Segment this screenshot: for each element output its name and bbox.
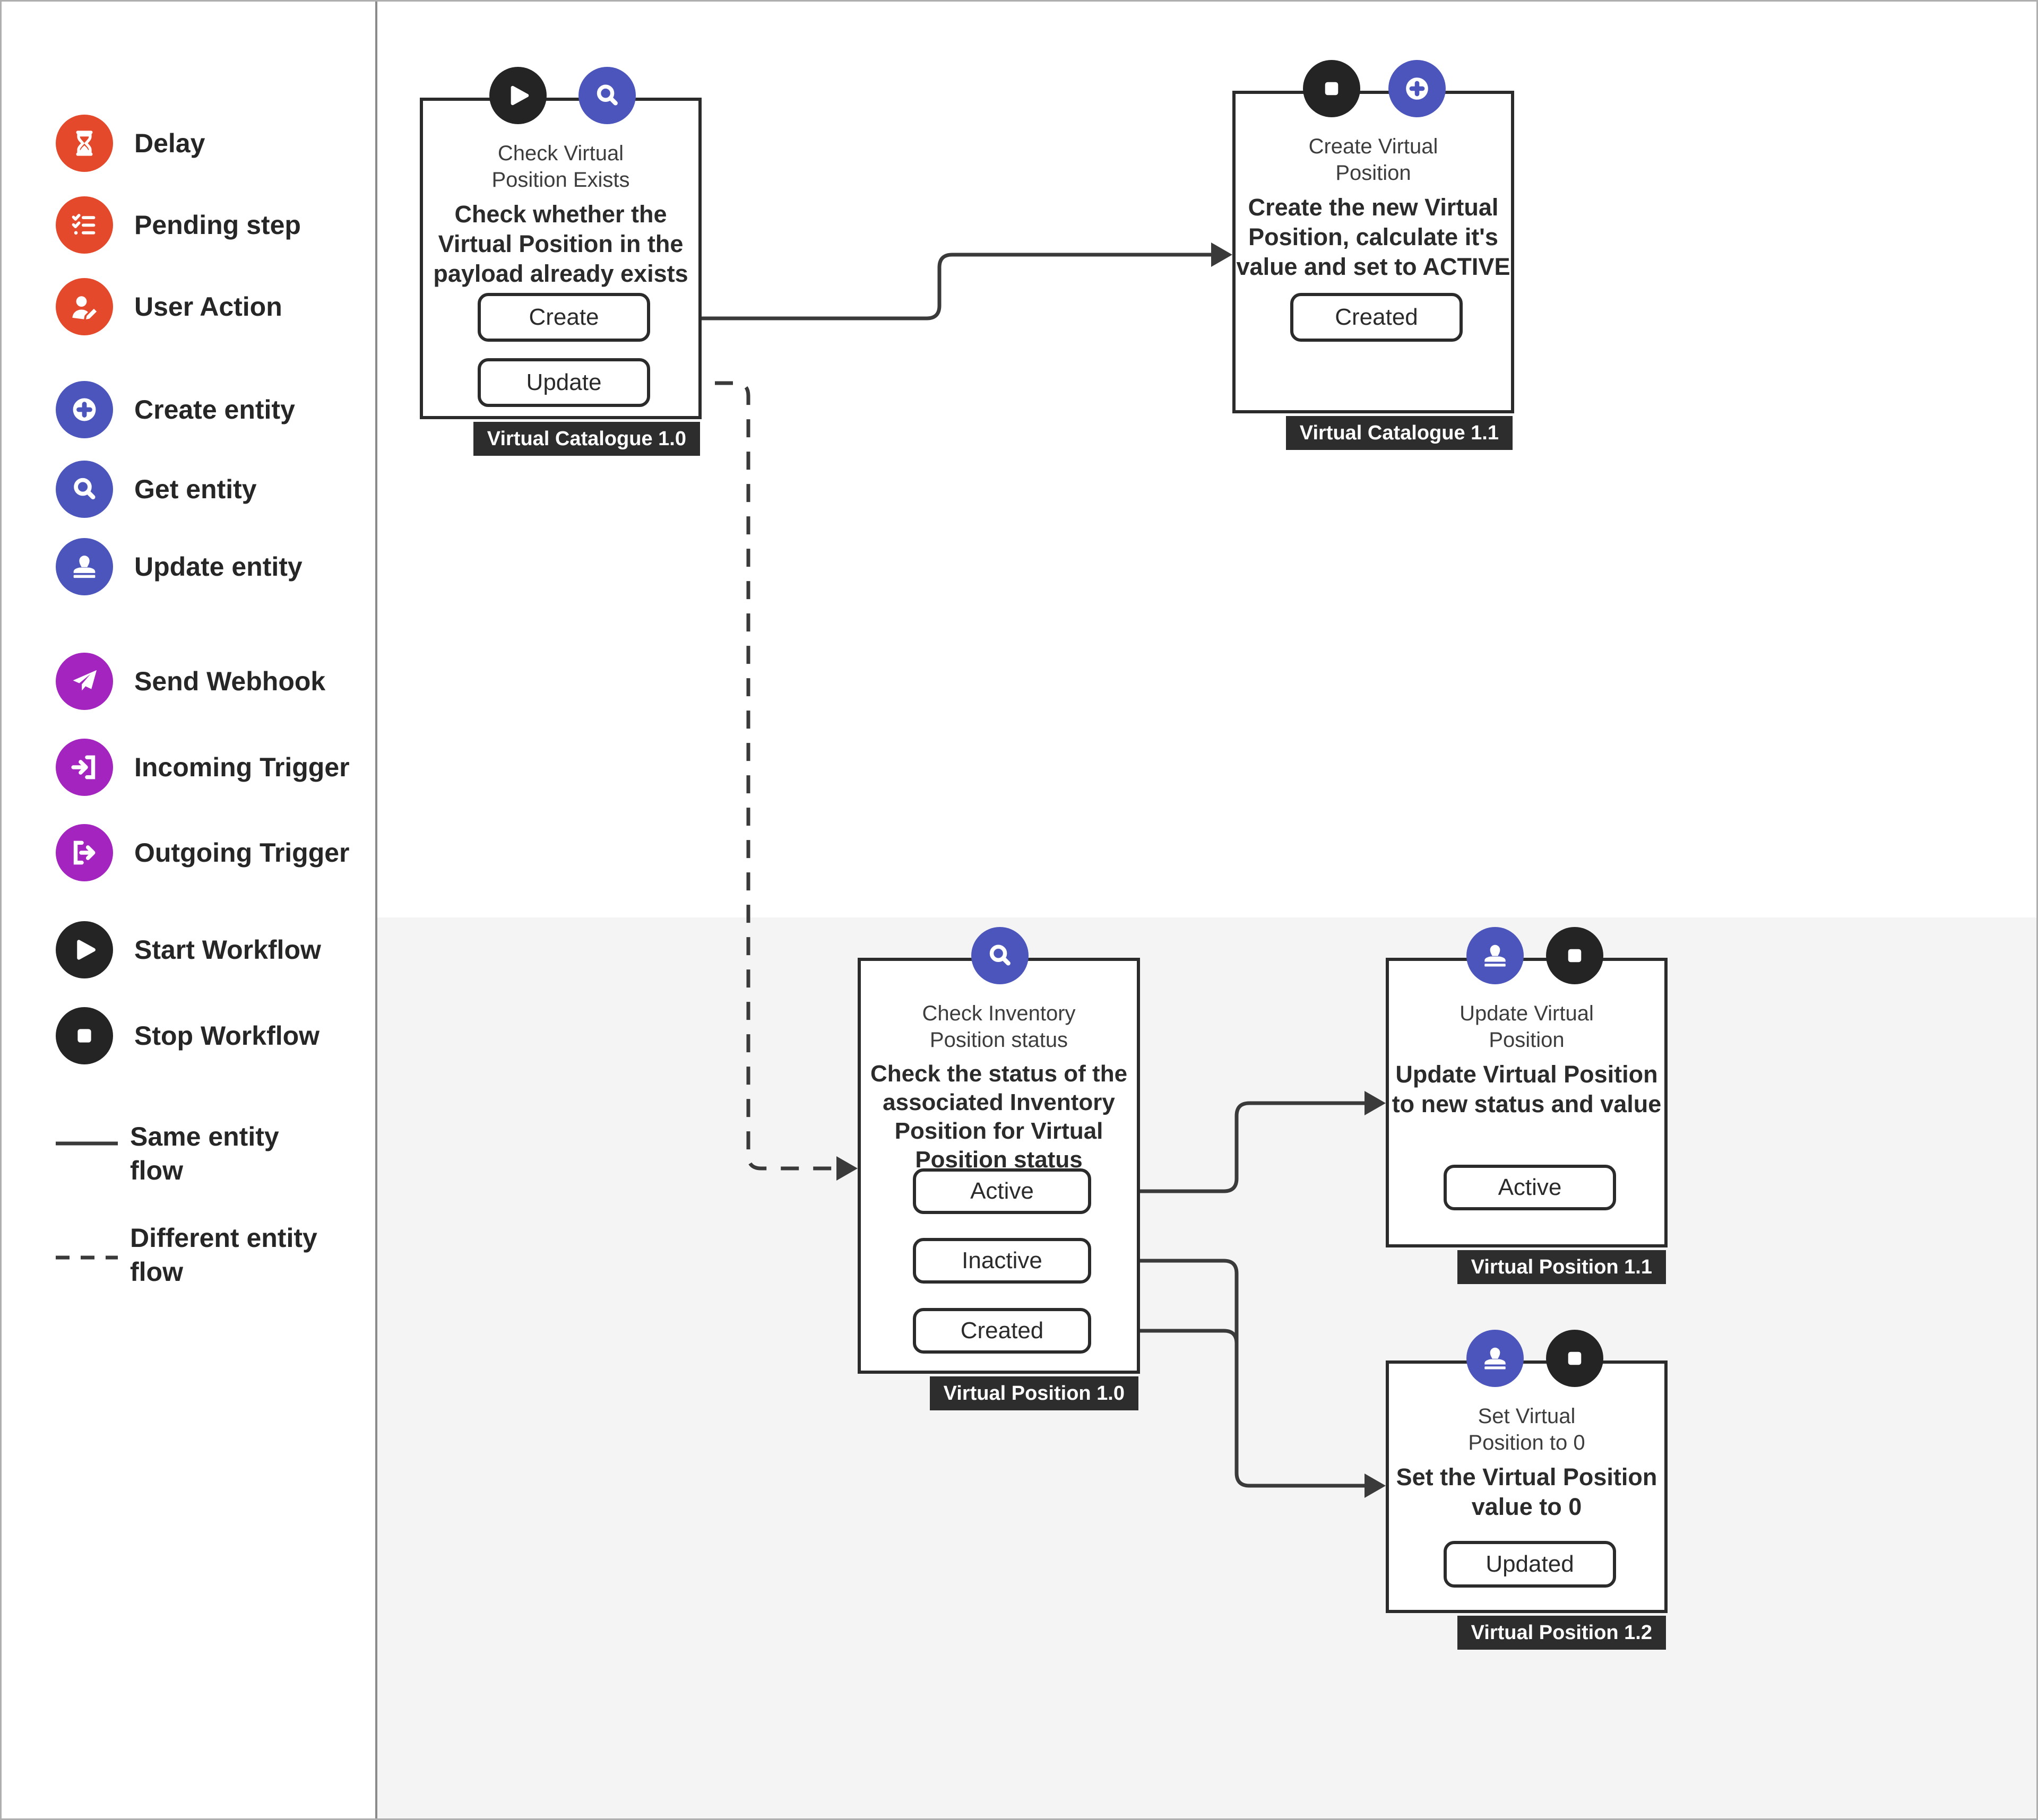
node-create-virtual-position[interactable]: Create Virtual Position Create the new V… — [1232, 60, 1514, 450]
node-title: Set Virtual Position to 0 — [1468, 1405, 1585, 1454]
plus-icon — [1388, 60, 1446, 117]
search-icon — [56, 461, 113, 518]
incoming-trigger-icon — [56, 739, 113, 796]
connector-update-to-check-inventory — [650, 381, 839, 1171]
stamp-icon — [1466, 1330, 1524, 1387]
entity-version-tag: Virtual Position 1.2 — [1457, 1616, 1666, 1650]
legend-item-get-entity: Get entity — [56, 461, 257, 518]
node-set-virtual-position-to-0[interactable]: Set Virtual Position to 0 Set the Virtua… — [1386, 1330, 1668, 1650]
arrowhead-icon — [836, 1156, 858, 1181]
arrowhead-icon — [1211, 242, 1232, 267]
user-edit-icon — [56, 278, 113, 335]
node-description: Update Virtual Position to new status an… — [1392, 1061, 1662, 1117]
legend-item-pending-step: Pending step — [56, 196, 301, 254]
stop-icon — [1546, 927, 1603, 984]
legend-different-entity-flow-label: Different entity flow — [130, 1223, 317, 1287]
legend-item-label: Start Workflow — [134, 935, 321, 965]
node-update-virtual-position[interactable]: Update Virtual Position Update Virtual P… — [1386, 927, 1668, 1284]
stamp-icon — [56, 538, 113, 595]
node-title: Create Virtual Position — [1308, 135, 1438, 185]
checklist-icon — [56, 196, 113, 254]
update-button[interactable]: Update — [478, 358, 650, 407]
connector-active-to-update-virtual-position — [1088, 1101, 1367, 1193]
arrowhead-icon — [1365, 1091, 1386, 1115]
legend-item-start-workflow: Start Workflow — [56, 921, 321, 978]
entity-version-tag: Virtual Catalogue 1.0 — [473, 422, 700, 456]
create-button[interactable]: Create — [478, 293, 650, 342]
legend-item-send-webhook: Send Webhook — [56, 653, 325, 710]
entity-version-tag: Virtual Position 1.0 — [929, 1376, 1138, 1410]
stop-icon — [1303, 60, 1360, 117]
legend-item-stop-workflow: Stop Workflow — [56, 1007, 319, 1064]
play-icon — [56, 921, 113, 978]
arrowhead-icon — [1365, 1474, 1386, 1498]
search-icon — [578, 67, 636, 124]
legend-same-entity-flow-label: Same entity flow — [130, 1122, 279, 1185]
legend-item-outgoing-trigger: Outgoing Trigger — [56, 824, 350, 881]
active-button[interactable]: Active — [1444, 1165, 1616, 1210]
node-title: Update Virtual Position — [1460, 1002, 1594, 1052]
outgoing-trigger-icon — [56, 824, 113, 881]
legend-item-label: Incoming Trigger — [134, 752, 350, 782]
connector-created-to-set-virtual-position — [1088, 1329, 1239, 1443]
legend-item-label: Create entity — [134, 395, 295, 424]
legend-item-label: Pending step — [134, 210, 301, 240]
plus-icon — [56, 381, 113, 438]
stop-icon — [56, 1007, 113, 1064]
legend-item-label: Outgoing Trigger — [134, 838, 350, 868]
created-button[interactable]: Created — [1290, 293, 1463, 342]
node-title: Check Inventory Position status — [922, 1002, 1076, 1052]
paper-plane-icon — [56, 653, 113, 710]
node-check-inventory-position-status[interactable]: Check Inventory Position status Check th… — [858, 927, 1140, 1410]
legend-item-label: Get entity — [134, 474, 257, 504]
legend-item-delay: Delay — [56, 115, 205, 172]
created-button[interactable]: Created — [913, 1308, 1091, 1354]
entity-version-tag: Virtual Catalogue 1.1 — [1285, 416, 1513, 450]
legend-item-label: Update entity — [134, 552, 303, 582]
play-icon — [489, 67, 547, 124]
legend-item-label: Delay — [134, 128, 205, 158]
legend-item-update-entity: Update entity — [56, 538, 303, 595]
canvas-background — [377, 917, 2036, 1818]
node-description: Check whether the Virtual Position in th… — [433, 201, 688, 287]
active-button[interactable]: Active — [913, 1168, 1091, 1214]
node-check-virtual-position-exists[interactable]: Check Virtual Position Exists Check whet… — [420, 67, 702, 456]
sidebar-divider — [375, 0, 377, 1820]
stop-icon — [1546, 1330, 1603, 1387]
entity-version-tag: Virtual Position 1.1 — [1457, 1250, 1666, 1284]
connector-create-to-create-virtual-position — [650, 253, 1213, 320]
search-icon — [971, 927, 1029, 984]
legend-item-user-action: User Action — [56, 278, 282, 335]
inactive-button[interactable]: Inactive — [913, 1238, 1091, 1284]
node-description: Create the new Virtual Position, calcula… — [1236, 194, 1510, 280]
legend-item-label: Send Webhook — [134, 666, 326, 696]
legend-item-create-entity: Create entity — [56, 381, 295, 438]
hourglass-icon — [56, 115, 113, 172]
legend-item-label: Stop Workflow — [134, 1021, 320, 1051]
node-title: Check Virtual Position Exists — [491, 142, 630, 192]
node-description: Set the Virtual Position value to 0 — [1396, 1463, 1657, 1520]
legend-item-label: User Action — [134, 292, 282, 322]
updated-button[interactable]: Updated — [1444, 1541, 1616, 1588]
node-description: Check the status of the associated Inven… — [870, 1061, 1128, 1173]
legend-item-incoming-trigger: Incoming Trigger — [56, 739, 350, 796]
legend-sidebar: Delay Pending step User Action Create en… — [0, 0, 375, 1820]
stamp-icon — [1466, 927, 1524, 984]
